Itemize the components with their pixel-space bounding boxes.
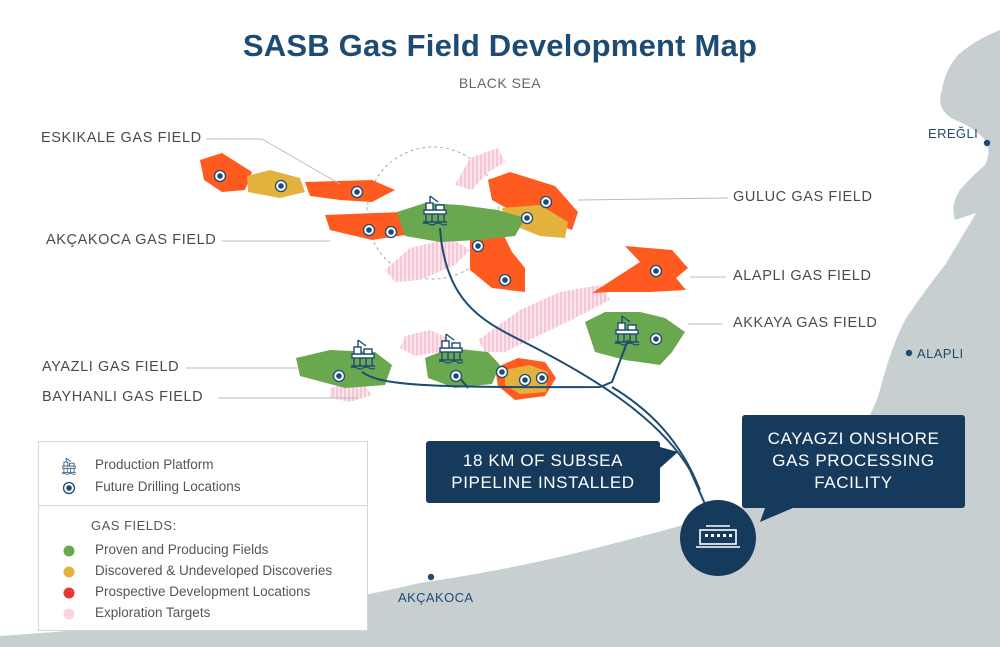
prospective-dot-icon — [63, 587, 75, 599]
exploration-dot-icon — [63, 608, 75, 620]
label-akkaya: AKKAYA GAS FIELD — [733, 315, 878, 331]
town-alapli: ALAPLI — [917, 346, 964, 361]
pipeline-callout-pointer — [660, 447, 678, 468]
target-ring-icon — [62, 481, 76, 495]
label-akcakoca: AKÇAKOCA GAS FIELD — [46, 232, 217, 248]
label-bayhanli: BAYHANLI GAS FIELD — [42, 389, 204, 405]
proven-fields — [296, 203, 685, 388]
label-guluc: GULUC GAS FIELD — [733, 189, 873, 205]
town-akcakoca: AKÇAKOCA — [398, 590, 474, 605]
subsea-pipelines — [361, 227, 713, 521]
processing-facility-icon — [680, 500, 756, 576]
legend-divider — [39, 505, 367, 506]
legend-heading: GAS FIELDS: — [91, 518, 177, 533]
label-alapli: ALAPLI GAS FIELD — [733, 268, 872, 284]
leader-lines — [186, 138, 729, 399]
discovered-dot-icon — [63, 566, 75, 578]
town-markers — [427, 139, 991, 581]
facility-callout: CAYAGZI ONSHORE GAS PROCESSING FACILITY — [742, 415, 965, 508]
map-legend: Production Platform Future Drilling Loca… — [38, 441, 368, 631]
coastline-northeast — [940, 30, 1000, 220]
town-eregli: EREĞLI — [928, 126, 979, 141]
sea-label: BLACK SEA — [458, 75, 542, 91]
label-eskikale: ESKIKALE GAS FIELD — [41, 130, 202, 146]
proven-dot-icon — [63, 545, 75, 557]
offshore-platform-icon — [61, 457, 77, 475]
pipeline-callout: 18 KM OF SUBSEA PIPELINE INSTALLED — [426, 441, 660, 503]
map-title: SASB Gas Field Development Map — [242, 28, 758, 63]
label-ayazli: AYAZLI GAS FIELD — [42, 359, 180, 375]
